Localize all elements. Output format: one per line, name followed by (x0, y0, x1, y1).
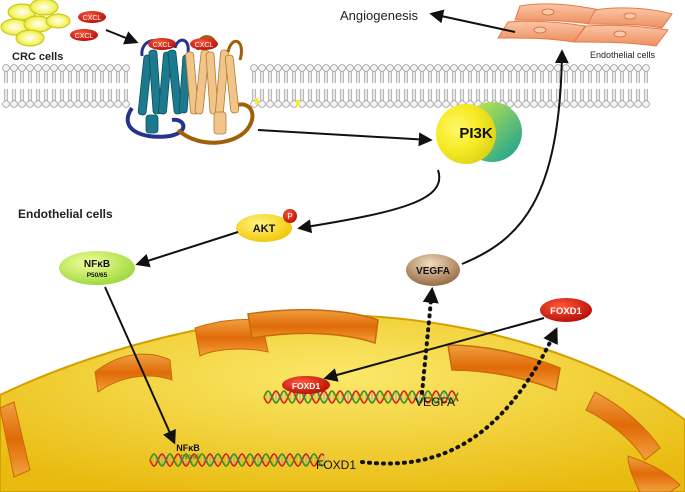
nuclear-pore (585, 391, 661, 461)
arrow-vegfa-gene-to-protein (420, 286, 439, 395)
nfkb-bound-label: NFκB (176, 443, 200, 453)
vegfa-node: VEGFA (406, 254, 460, 286)
arrow-receptor-to-pi3k (257, 129, 433, 147)
nucleus (0, 309, 685, 492)
nuclear-pore (94, 353, 173, 393)
svg-text:P: P (287, 212, 292, 221)
pi3k-node: PI3K (436, 102, 522, 164)
arrow-nfkb-to-nucleus (104, 286, 176, 445)
svg-text:CXCL: CXCL (75, 33, 94, 40)
nuclear-pore (627, 455, 681, 492)
angiogenesis-label: Angiogenesis (340, 8, 419, 23)
foxd1-bound-label: FOXD1 (292, 381, 321, 391)
foxd1-label: FOXD1 (550, 306, 582, 317)
svg-text:CXCL: CXCL (83, 15, 102, 22)
nfkb-bound: NFκB P50/65 (176, 443, 200, 461)
cxcl-bound-ligand: CXCL (190, 38, 218, 50)
cxcr-receptor-complex (125, 35, 255, 145)
akt-node: AKT P (236, 209, 297, 242)
endothelial-cell-sheet (497, 3, 673, 47)
nfkb-bound-subunit-label: P50/65 (180, 455, 200, 461)
nuclear-pore (247, 309, 379, 344)
pi3k-label: PI3K (459, 125, 493, 142)
arrow-endothelial-to-angiogenesis (429, 9, 516, 33)
cxcl-bound-ligand: CXCL (148, 38, 176, 50)
nfkb-subunit-label: P50/65 (87, 272, 108, 279)
dna-helix-foxd1 (149, 453, 325, 467)
cxcl-ligand: CXCL (70, 29, 98, 41)
crc-cells-label: CRC cells (12, 51, 63, 63)
nfkb-node: NFκB P50/65 (59, 251, 135, 285)
cxcl-ligand: CXCL (78, 11, 106, 23)
arrow-foxd1-gene-to-protein (360, 327, 558, 466)
akt-label: AKT (253, 223, 276, 235)
arrow-cxcl-to-receptor (105, 29, 139, 45)
svg-text:CXCL: CXCL (195, 42, 214, 49)
phosphate-icon (283, 209, 297, 223)
svg-text:CXCL: CXCL (153, 42, 172, 49)
crc-cell-cluster (0, 0, 71, 47)
vegfa-label: VEGFA (416, 266, 450, 277)
foxd1-bound: FOXD1 (282, 376, 330, 394)
arrow-vegfa-to-endothelial (461, 49, 569, 265)
nfkb-label: NFκB (84, 259, 110, 270)
nuclear-pore (0, 401, 31, 478)
arrow-pi3k-to-akt (297, 169, 441, 234)
foxd1-gene-label: FOXD1 (316, 458, 356, 472)
cell-membrane (2, 64, 650, 108)
endothelial-cells-top-label: Endothelial cells (590, 50, 656, 60)
foxd1-node: FOXD1 (540, 298, 592, 322)
nuclear-pore (447, 344, 561, 392)
vegfa-gene-label: VEGFA (415, 395, 455, 409)
arrow-foxd1-to-promoter (323, 317, 545, 382)
endothelial-cells-main-label: Endothelial cells (18, 207, 113, 221)
arrow-akt-to-nfkb (135, 231, 239, 268)
